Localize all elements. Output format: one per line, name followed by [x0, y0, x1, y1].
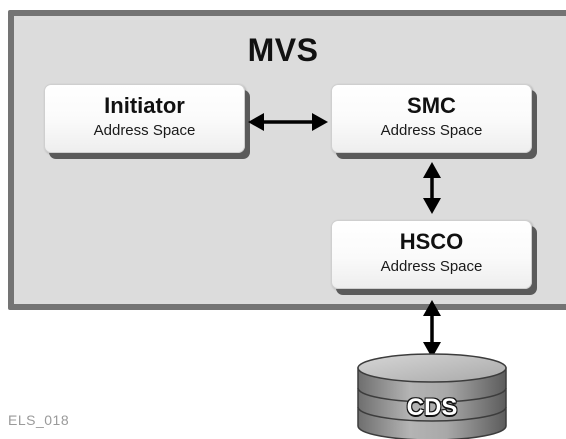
figure-code: ELS_018 [8, 412, 70, 428]
arrow-smc-hsco [423, 162, 441, 214]
smc-name: SMC [407, 93, 456, 118]
cds-database-icon [357, 353, 507, 439]
cds-label: CDS [406, 394, 458, 421]
initiator-subtitle: Address Space [93, 122, 196, 139]
initiator-address-space-box: Initiator Address Space [44, 84, 245, 153]
mvs-title: MVS [247, 32, 319, 68]
initiator-name: Initiator [104, 93, 185, 118]
smc-address-space-box: SMC Address Space [331, 84, 532, 153]
smc-subtitle: Address Space [380, 122, 483, 139]
arrow-hsco-cds [423, 300, 441, 358]
arrow-initiator-smc [248, 113, 328, 131]
hsco-address-space-box: HSCO Address Space [331, 220, 532, 289]
hsco-name: HSCO [399, 229, 464, 254]
mvs-container [8, 10, 566, 310]
hsco-subtitle: Address Space [380, 258, 483, 275]
